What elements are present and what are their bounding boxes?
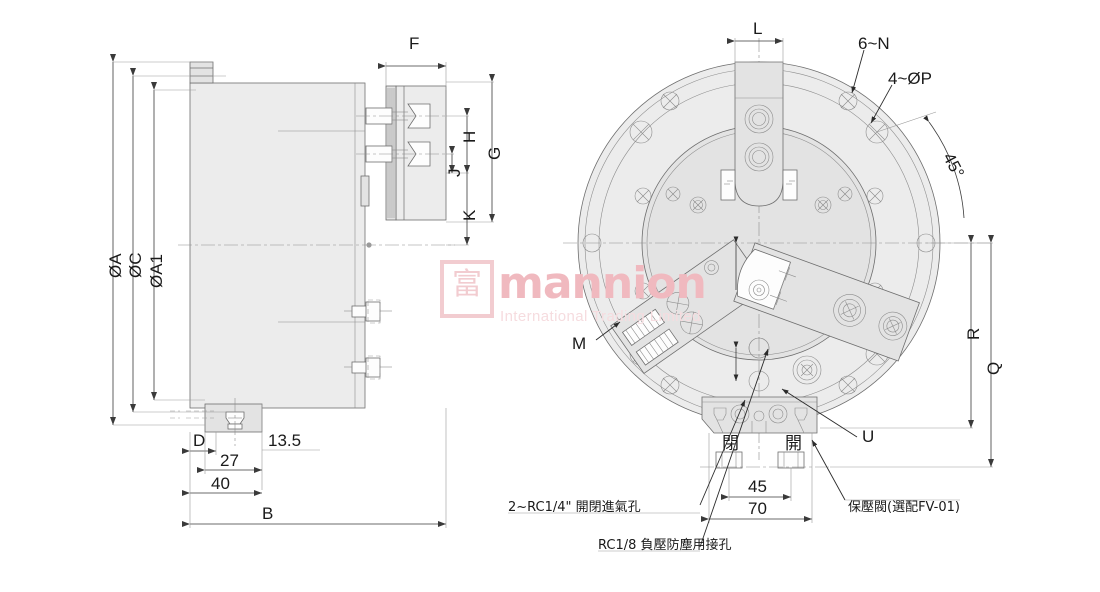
label-dim-g: G xyxy=(485,146,504,160)
dim-40 xyxy=(182,455,262,497)
dim-d xyxy=(182,432,217,455)
label-dim-40: 40 xyxy=(211,474,230,493)
side-section-view xyxy=(110,54,495,528)
dim-oa1 xyxy=(151,82,205,401)
label-port-close: 閉 xyxy=(722,434,739,454)
note-check-valve: 保壓閥(選配FV-01) xyxy=(848,500,960,515)
side-fitting-lower xyxy=(344,355,392,380)
label-callout-m: M xyxy=(572,334,587,353)
side-fitting-upper xyxy=(344,299,392,324)
dim-oc xyxy=(130,68,226,413)
inner-plate-screws xyxy=(689,196,832,385)
label-dim-b: B xyxy=(262,504,274,523)
label-dim-j: J xyxy=(445,168,464,178)
dim-q xyxy=(830,235,994,468)
dim-27 xyxy=(197,432,262,474)
centre-ports xyxy=(733,236,770,392)
label-callout-l: L xyxy=(753,19,763,38)
front-face-view xyxy=(508,38,994,552)
valve-manifold xyxy=(700,396,830,469)
dim-j xyxy=(446,146,455,173)
dim-k xyxy=(446,165,470,246)
key-slot-assembly xyxy=(720,61,798,207)
dim-13-5 xyxy=(261,404,320,490)
rotary-union-port-lower xyxy=(356,141,446,167)
label-dim-k: K xyxy=(460,209,479,221)
label-dim-f: F xyxy=(409,34,420,53)
note-air-ports: 2~RC1/4" 開閉進氣孔 xyxy=(508,500,641,515)
label-callout-u: U xyxy=(862,427,875,446)
label-callout-q: Q xyxy=(984,361,1003,375)
dim-70 xyxy=(701,433,813,523)
dim-r xyxy=(820,235,974,429)
label-dim-13-5: 13.5 xyxy=(268,431,302,450)
label-dim-oc: ØC xyxy=(126,252,145,279)
label-dim-oa: ØA xyxy=(106,253,125,278)
label-dim-h: H xyxy=(460,130,479,143)
dim-oa xyxy=(110,54,213,426)
dim-b xyxy=(182,408,447,528)
label-dim-d: D xyxy=(193,431,206,450)
clamp-block-m xyxy=(610,239,768,374)
dim-g xyxy=(446,74,495,223)
label-dim-70: 70 xyxy=(748,499,767,518)
dim-h xyxy=(446,108,470,174)
label-dim-oa1: ØA1 xyxy=(147,253,166,288)
cylinder-block xyxy=(733,242,920,362)
leader-lines xyxy=(508,49,960,552)
label-port-open: 開 xyxy=(785,434,802,454)
label-dim-27: 27 xyxy=(220,451,239,470)
dim-45 xyxy=(721,468,792,501)
holes-6n xyxy=(634,91,884,395)
label-callout-r: R xyxy=(964,327,983,340)
dim-l xyxy=(727,38,784,72)
dim-f xyxy=(378,62,447,90)
label-callout-6n: 6~N xyxy=(858,34,890,53)
angle-arc-45 xyxy=(876,111,965,219)
label-callout-4op: 4~ØP xyxy=(888,69,932,88)
rotary-union-port-upper xyxy=(356,103,446,129)
label-dim-45: 45 xyxy=(748,477,767,496)
note-vacuum-port: RC1/8 負壓防塵用接孔 xyxy=(598,538,732,553)
